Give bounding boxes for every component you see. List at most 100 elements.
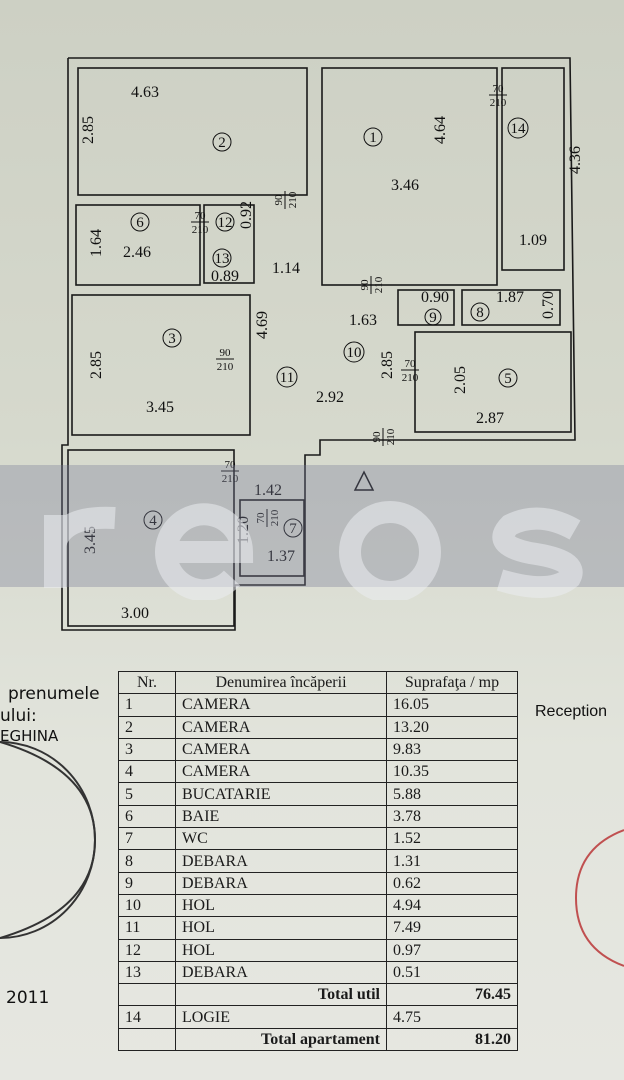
room-name: CAMERA	[175, 737, 387, 762]
svg-text:90: 90	[220, 347, 232, 359]
room-area: 1.52	[386, 827, 518, 851]
room-name: BUCATARIE	[175, 782, 387, 806]
svg-text:70: 70	[493, 83, 505, 95]
room-number: 3	[118, 737, 176, 762]
svg-text:210: 210	[222, 473, 239, 485]
owner-label: prenumele	[8, 684, 100, 704]
svg-text:2.92: 2.92	[316, 389, 344, 406]
svg-text:210: 210	[192, 224, 209, 236]
floor-plan: 1 2 3 4 5 6 7 8 9 10 11 12 13 14 4.63 2.…	[61, 57, 584, 631]
svg-text:70: 70	[255, 512, 267, 524]
svg-text:0.89: 0.89	[211, 268, 239, 285]
svg-text:210: 210	[402, 372, 419, 384]
svg-text:2.05: 2.05	[452, 366, 469, 394]
room-numbers: 1 2 3 4 5 6 7 8 9 10 11 12 13 14	[130, 117, 529, 538]
room-number: 7	[118, 827, 176, 851]
room-5: 5	[498, 368, 518, 388]
room-area: 0.97	[386, 938, 518, 962]
reception-label: Reception	[535, 703, 608, 720]
room-4: 4	[143, 510, 163, 530]
svg-text:1.42: 1.42	[254, 482, 282, 499]
svg-text:1.64: 1.64	[88, 229, 105, 257]
svg-text:11: 11	[280, 370, 294, 386]
svg-text:3.45: 3.45	[146, 399, 174, 416]
watermark-letter-e	[155, 503, 254, 600]
svg-text:70: 70	[225, 459, 237, 471]
room-number: 8	[118, 849, 176, 873]
room-number: 9	[118, 871, 176, 895]
svg-text:9: 9	[429, 310, 437, 326]
room-area: 7.49	[386, 916, 518, 940]
room-name: DEBARA	[175, 960, 387, 985]
svg-text:90: 90	[359, 279, 371, 291]
room-area: 10.35	[386, 760, 518, 784]
room-1: 1	[363, 127, 383, 147]
room-number: 6	[118, 804, 176, 829]
room-6: 6	[130, 212, 150, 232]
room-14: 14	[507, 117, 529, 139]
room-number: 13	[118, 960, 176, 985]
room-name: CAMERA	[175, 715, 387, 739]
svg-text:1.63: 1.63	[349, 312, 377, 329]
svg-text:2: 2	[218, 135, 226, 151]
svg-text:13: 13	[215, 251, 230, 267]
authorization-stamp	[0, 741, 97, 939]
year: 2011	[6, 988, 50, 1008]
svg-text:2.87: 2.87	[476, 410, 504, 427]
svg-text:210: 210	[217, 361, 234, 373]
svg-text:4.64: 4.64	[432, 116, 449, 144]
room-number: 2	[118, 715, 176, 739]
room-number: 12	[118, 938, 176, 962]
svg-text:70: 70	[405, 358, 417, 370]
watermark-letter-r	[44, 506, 116, 588]
room-area: 4.94	[386, 893, 518, 918]
svg-text:3: 3	[168, 331, 176, 347]
room-area: 0.51	[386, 960, 518, 985]
svg-text:0.90: 0.90	[421, 289, 449, 306]
svg-text:1: 1	[369, 130, 377, 146]
room-number: 10	[118, 893, 176, 918]
room-name: CAMERA	[175, 693, 387, 717]
watermark-letter-o	[339, 501, 441, 600]
owner-name: EGHINA	[0, 727, 59, 745]
room-area: 0.62	[386, 871, 518, 895]
svg-text:2.85: 2.85	[379, 351, 396, 379]
room-10: 10	[343, 341, 365, 363]
svg-text:14: 14	[511, 121, 527, 137]
svg-text:4: 4	[149, 513, 157, 529]
svg-text:210: 210	[490, 97, 507, 109]
room-number: 11	[118, 916, 176, 940]
svg-text:90: 90	[273, 194, 285, 206]
svg-text:0.70: 0.70	[540, 291, 557, 319]
room-name: DEBARA	[175, 849, 387, 873]
room-12: 12	[215, 212, 235, 232]
svg-text:70: 70	[195, 210, 207, 222]
svg-text:10: 10	[347, 345, 362, 361]
room-name: HOL	[175, 893, 387, 918]
room-11: 11	[276, 366, 298, 388]
svg-text:1.37: 1.37	[267, 548, 295, 565]
room-name: CAMERA	[175, 760, 387, 784]
room-area: 5.88	[386, 782, 518, 806]
svg-text:4.36: 4.36	[567, 146, 584, 174]
svg-text:2.85: 2.85	[88, 351, 105, 379]
room-9: 9	[424, 308, 442, 326]
svg-text:3.00: 3.00	[121, 605, 149, 622]
svg-text:1.87: 1.87	[496, 289, 524, 306]
owner-label-2: ului:	[0, 706, 37, 726]
svg-text:3.45: 3.45	[82, 526, 99, 554]
